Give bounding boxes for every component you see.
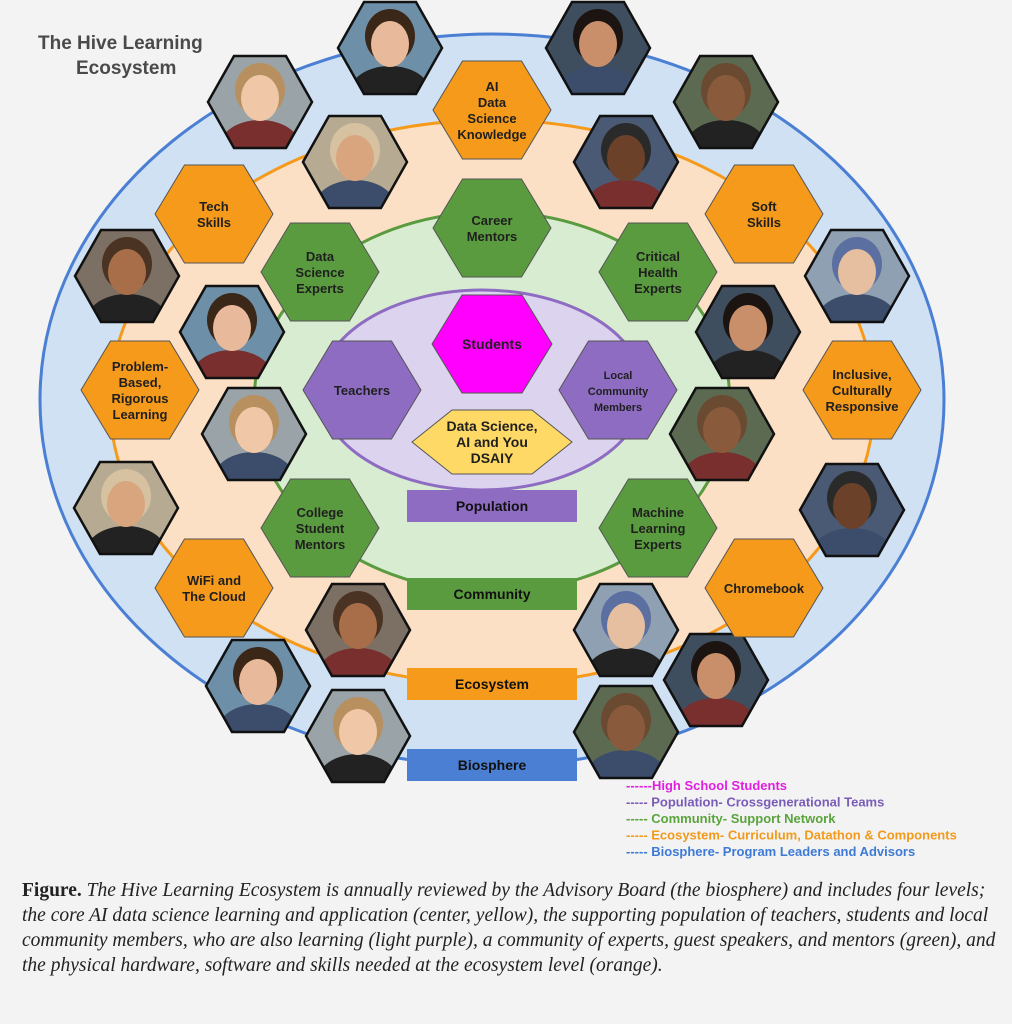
legend-entry: ----- Ecosystem- Curriculum, Datathon & … bbox=[626, 828, 957, 843]
photo-layer bbox=[72, 0, 911, 784]
legend-entry: ----- Biosphere- Program Leaders and Adv… bbox=[626, 844, 915, 859]
hex-inclusive-culturally-responsive-label: Culturally bbox=[832, 383, 893, 398]
hex-students-label: Students bbox=[462, 336, 522, 352]
hex-critical-health-experts-label: Critical bbox=[636, 249, 680, 264]
hex-career-mentors-label: Mentors bbox=[467, 229, 518, 244]
population-label-bar: Population bbox=[407, 490, 577, 522]
hex-teachers-label: Teachers bbox=[334, 383, 390, 398]
hex-problem-based-learning-label: Problem- bbox=[112, 359, 168, 374]
portrait-photo bbox=[803, 228, 911, 324]
hex-chromebook-label: Chromebook bbox=[724, 581, 805, 596]
biosphere-label-text: Biosphere bbox=[458, 757, 527, 773]
hex-students: Students bbox=[431, 294, 553, 394]
diagram-title-line-1: The Hive Learning bbox=[38, 33, 203, 54]
hex-machine-learning-experts-label: Learning bbox=[631, 521, 686, 536]
legend-entry: ------High School Students bbox=[626, 778, 787, 793]
hive-diagram: The Hive Learning Ecosystem AIDataScienc… bbox=[38, 0, 957, 859]
diagram-title-line-2: Ecosystem bbox=[76, 58, 176, 79]
hex-college-student-mentors-label: Student bbox=[296, 521, 345, 536]
portrait-photo bbox=[544, 0, 652, 96]
legend-entry: ----- Population- Crossgenerational Team… bbox=[626, 795, 884, 810]
portrait-photo bbox=[301, 114, 409, 210]
hex-critical-health-experts-label: Health bbox=[638, 265, 678, 280]
biosphere-label-bar: Biosphere bbox=[407, 749, 577, 781]
portrait-photo bbox=[304, 582, 412, 678]
portrait-photo bbox=[304, 688, 412, 784]
hex-local-community-members-label: Community bbox=[588, 386, 649, 398]
portrait-photo bbox=[336, 0, 444, 96]
portrait-photo bbox=[672, 54, 780, 150]
hex-ai-data-science-knowledge-label: AI bbox=[486, 79, 499, 94]
hex-soft-skills-label: Soft bbox=[751, 199, 777, 214]
legend-entry: ----- Community- Support Network bbox=[626, 811, 836, 826]
hex-wifi-cloud-label: WiFi and bbox=[187, 573, 241, 588]
hex-inclusive-culturally-responsive-label: Inclusive, bbox=[832, 367, 891, 382]
hex-problem-based-learning-label: Rigorous bbox=[111, 391, 168, 406]
portrait-photo bbox=[572, 114, 680, 210]
hex-critical-health-experts-label: Experts bbox=[634, 281, 682, 296]
portrait-photo bbox=[572, 684, 680, 780]
portrait-photo bbox=[204, 638, 312, 734]
hexagon-layer: AIDataScienceKnowledgeTechSkillsSoftSkil… bbox=[80, 60, 922, 638]
community-label-bar: Community bbox=[407, 578, 577, 610]
hex-data-science-experts-label: Data bbox=[306, 249, 335, 264]
hex-chromebook: Chromebook bbox=[704, 538, 824, 638]
hex-problem-based-learning-label: Based, bbox=[119, 375, 162, 390]
hex-local-community-members-label: Local bbox=[604, 370, 633, 382]
hex-soft-skills-label: Skills bbox=[747, 215, 781, 230]
portrait-photo bbox=[798, 462, 906, 558]
portrait-photo bbox=[200, 386, 308, 482]
caption-label: Figure. bbox=[22, 880, 82, 901]
community-label-text: Community bbox=[454, 586, 531, 602]
hex-dsaiy-label: DSAIY bbox=[471, 450, 514, 466]
caption-text: The Hive Learning Ecosystem is annually … bbox=[22, 880, 996, 976]
hex-tech-skills-label: Tech bbox=[199, 199, 228, 214]
hex-dsaiy-label: Data Science, bbox=[446, 418, 537, 434]
hex-inclusive-culturally-responsive-label: Responsive bbox=[826, 399, 899, 414]
portrait-photo bbox=[668, 386, 776, 482]
hex-ai-data-science-knowledge-label: Knowledge bbox=[457, 127, 526, 142]
hex-tech-skills-label: Skills bbox=[197, 215, 231, 230]
figure-caption: Figure. The Hive Learning Ecosystem is a… bbox=[22, 878, 997, 978]
hex-data-science-experts-label: Science bbox=[295, 265, 344, 280]
hex-ai-data-science-knowledge-label: Science bbox=[467, 111, 516, 126]
portrait-photo bbox=[73, 228, 181, 324]
portrait-photo bbox=[206, 54, 314, 150]
hex-problem-based-learning-label: Learning bbox=[113, 407, 168, 422]
portrait-photo bbox=[178, 284, 286, 380]
portrait-photo bbox=[694, 284, 802, 380]
hex-wifi-cloud-label: The Cloud bbox=[182, 589, 246, 604]
hex-ai-data-science-knowledge-label: Data bbox=[478, 95, 507, 110]
hex-local-community-members-label: Members bbox=[594, 402, 642, 414]
portrait-photo bbox=[662, 632, 770, 728]
portrait-photo bbox=[72, 460, 180, 556]
hex-dsaiy-label: AI and You bbox=[456, 434, 528, 450]
hex-teachers: Teachers bbox=[302, 340, 422, 440]
legend: ------High School Students ----- Populati… bbox=[626, 778, 957, 859]
population-label-text: Population bbox=[456, 498, 528, 514]
hex-data-science-experts-label: Experts bbox=[296, 281, 344, 296]
hex-machine-learning-experts-label: Machine bbox=[632, 505, 684, 520]
hex-college-student-mentors-label: Mentors bbox=[295, 537, 346, 552]
ecosystem-label-bar: Ecosystem bbox=[407, 668, 577, 700]
hex-college-student-mentors-label: College bbox=[297, 505, 344, 520]
hex-career-mentors-label: Career bbox=[471, 213, 512, 228]
hex-machine-learning-experts-label: Experts bbox=[634, 537, 682, 552]
portrait-photo bbox=[572, 582, 680, 678]
ecosystem-label-text: Ecosystem bbox=[455, 676, 529, 692]
